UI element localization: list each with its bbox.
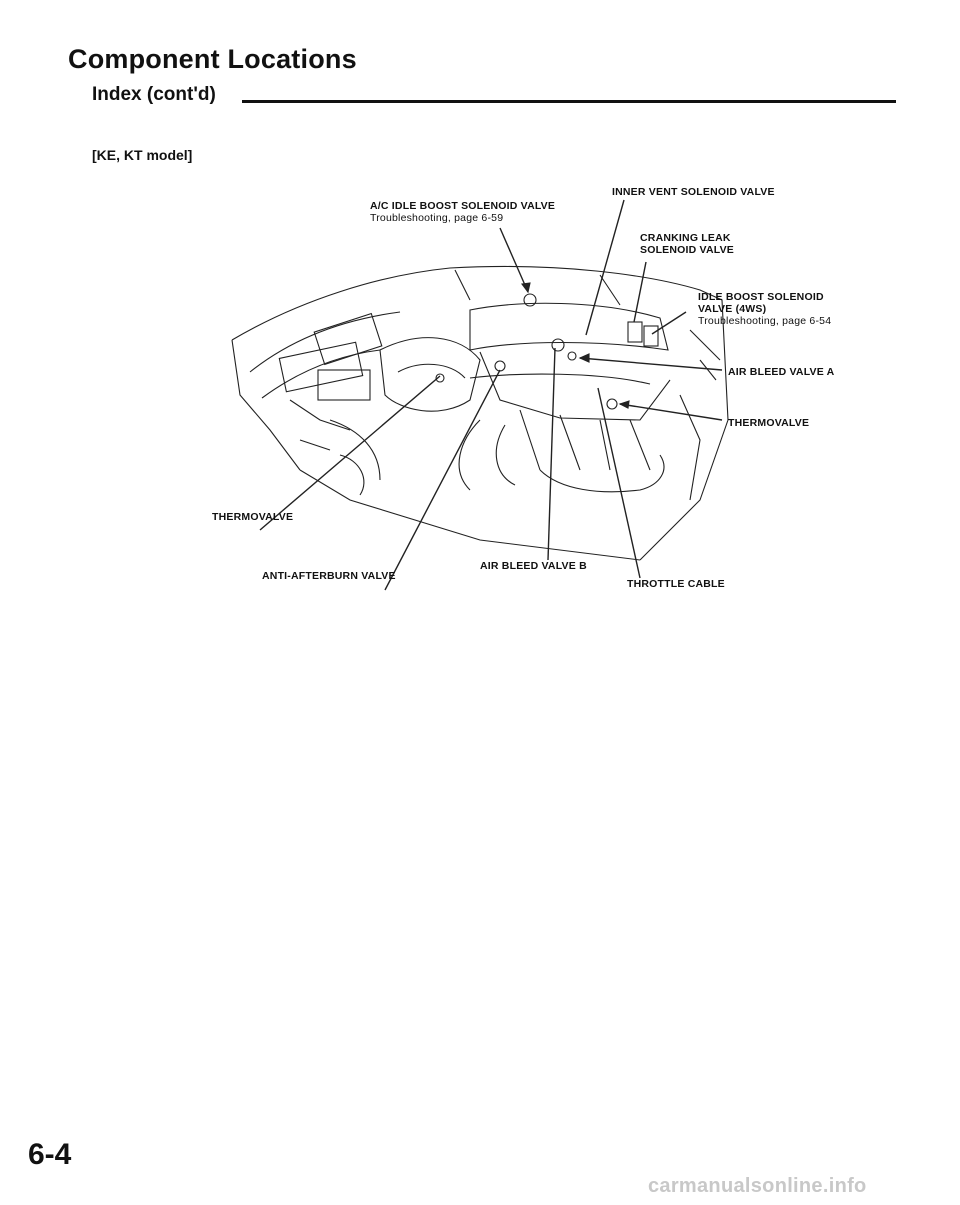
model-label: [KE, KT model] <box>92 147 193 163</box>
label-throttle-cable: THROTTLE CABLE <box>627 578 725 590</box>
leader-cranking-leak <box>633 261 647 323</box>
leader-anti-afterburn <box>384 369 501 591</box>
label-cranking-leak-line2: SOLENOID VALVE <box>640 244 735 256</box>
label-idle-boost-line1: IDLE BOOST SOLENOID <box>698 291 824 303</box>
label-ac-idle-boost-solenoid-valve: A/C IDLE BOOST SOLENOID VALVE Troublesho… <box>370 200 555 224</box>
section-header: Index (cont'd) <box>92 84 896 114</box>
leader-thermovalve-left <box>259 375 441 531</box>
page-title: Component Locations <box>68 44 357 74</box>
label-ac-idle-boost-name: A/C IDLE BOOST SOLENOID VALVE <box>370 200 556 212</box>
label-air-bleed-valve-a: AIR BLEED VALVE A <box>728 366 835 378</box>
label-idle-boost-line2: VALVE (4WS) <box>698 303 767 315</box>
label-thermovalve-right: THERMOVALVE <box>728 417 810 429</box>
label-cranking-leak-line1: CRANKING LEAK <box>640 232 731 244</box>
watermark-logo: carmanualsonline.info <box>648 1175 867 1197</box>
leader-thermovalve-right <box>619 403 723 421</box>
label-air-bleed-valve-b: AIR BLEED VALVE B <box>480 560 587 572</box>
leader-inner-vent <box>585 199 625 336</box>
engine-diagram <box>231 199 729 591</box>
section-rule <box>242 100 896 103</box>
page-number: 6-4 <box>28 1138 72 1171</box>
leader-throttle-cable <box>597 387 641 579</box>
label-ac-idle-boost-ref: Troubleshooting, page 6-59 <box>370 212 504 224</box>
hood-outline <box>231 265 729 421</box>
label-inner-vent-solenoid-valve: INNER VENT SOLENOID VALVE <box>612 186 775 198</box>
label-thermovalve-left: THERMOVALVE <box>212 511 294 523</box>
intake-plenum <box>469 302 669 351</box>
leader-ac-idle-boost <box>499 227 529 293</box>
section-subtitle: Index (cont'd) <box>92 84 216 105</box>
leader-idle-boost-4ws <box>651 311 687 335</box>
label-idle-boost-ref: Troubleshooting, page 6-54 <box>698 315 832 327</box>
leader-air-bleed-b <box>547 347 556 561</box>
leader-air-bleed-a <box>579 357 723 371</box>
label-cranking-leak-solenoid-valve: CRANKING LEAK SOLENOID VALVE <box>640 232 734 256</box>
label-idle-boost-solenoid-valve-4ws: IDLE BOOST SOLENOID VALVE (4WS) Troubles… <box>698 291 831 327</box>
label-anti-afterburn-valve: ANTI-AFTERBURN VALVE <box>262 570 396 582</box>
battery-box <box>313 312 383 366</box>
